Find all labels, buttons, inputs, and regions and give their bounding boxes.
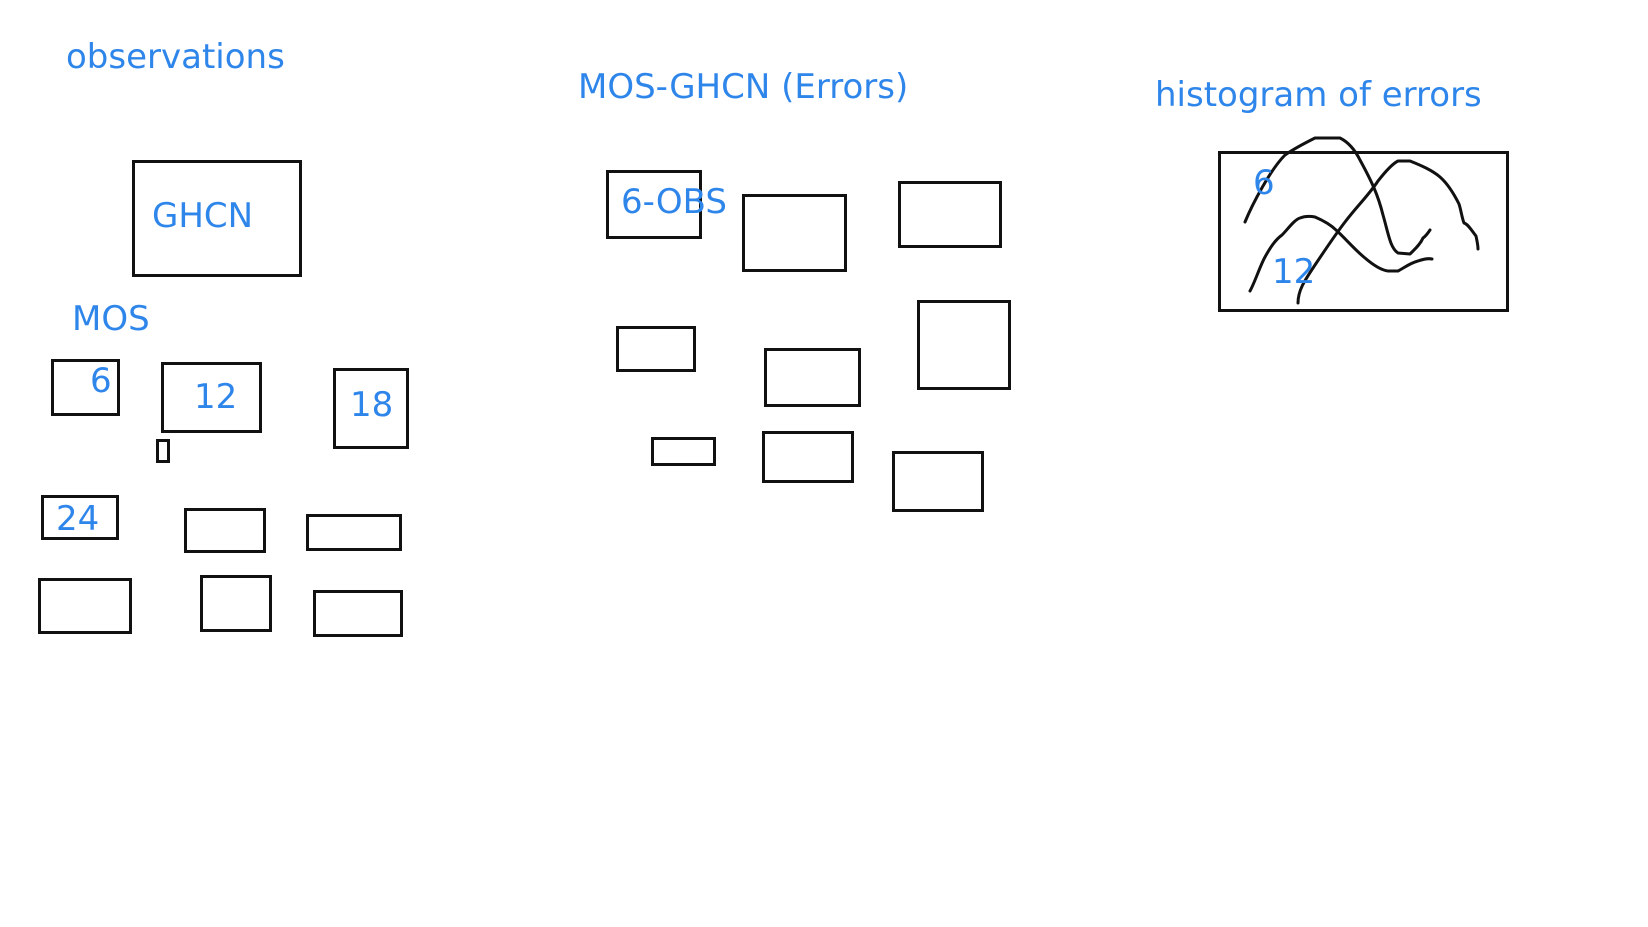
errors-box-6-obs: [606, 170, 702, 239]
mos-box-row2-c: [306, 514, 402, 551]
errors-box-b1: [616, 326, 696, 372]
mos-box-18: [333, 368, 409, 449]
mos-title: MOS: [72, 299, 150, 339]
mos-box-row3-b: [200, 575, 272, 632]
errors-box-c1: [651, 437, 716, 466]
mos-box-18-label: 18: [350, 385, 394, 425]
histogram-title: histogram of errors: [1155, 75, 1482, 115]
errors-box-6-obs-label: 6-OBS: [621, 182, 727, 222]
errors-box-c3: [892, 451, 984, 512]
errors-box-b3: [917, 300, 1011, 390]
ghcn-box: [132, 160, 302, 277]
observations-title: observations: [66, 37, 285, 77]
mos-box-12: [161, 362, 262, 433]
errors-box-c2: [762, 431, 854, 483]
mos-box-6: [51, 359, 120, 416]
mos-box-row3-c: [313, 590, 403, 637]
mos-box-24-label: 24: [56, 499, 100, 539]
errors-box-b2: [764, 348, 861, 407]
ghcn-label: GHCN: [152, 196, 254, 236]
mos-box-6-label: 6: [90, 361, 112, 401]
mos-box-12-label: 12: [194, 377, 238, 417]
errors-box-a3: [898, 181, 1002, 248]
mos-box-small: [156, 439, 170, 463]
mos-box-24: [41, 495, 119, 540]
errors-box-a2: [742, 194, 847, 272]
mos-box-row3-a: [38, 578, 132, 634]
histogram-label-6: 6: [1253, 163, 1275, 203]
errors-title: MOS-GHCN (Errors): [578, 67, 909, 107]
histogram-label-12: 12: [1272, 252, 1316, 292]
mos-box-row2-b: [184, 508, 266, 553]
